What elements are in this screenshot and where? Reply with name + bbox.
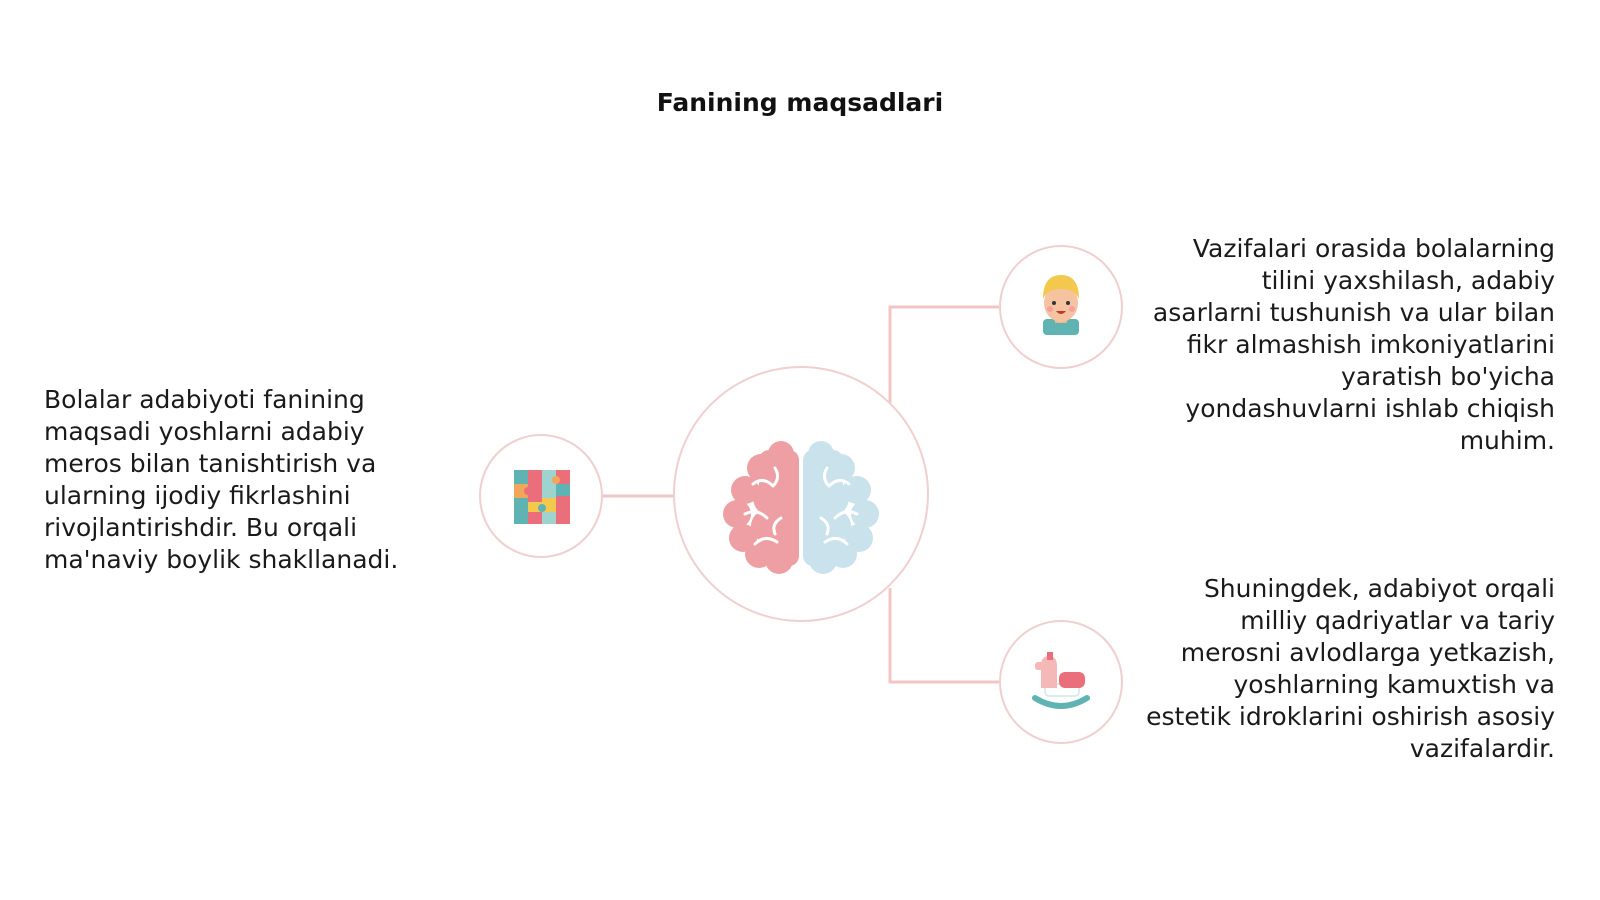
rocking-horse-icon <box>1032 652 1090 709</box>
bottom-right-node <box>999 620 1123 744</box>
puzzle-icon <box>514 470 570 524</box>
left-description: Bolalar adabiyoti fanining maqsadi yoshl… <box>44 385 399 574</box>
bottom-right-description: Shuningdek, adabiyot orqali milliy qadri… <box>1146 574 1555 763</box>
top-right-description: Vazifalari orasida bolalarning tilini ya… <box>1152 234 1555 455</box>
center-node <box>673 366 929 622</box>
left-node <box>479 434 603 558</box>
connector-top <box>888 305 999 404</box>
child-face-icon <box>1043 275 1079 335</box>
slide-title: Fanining maqsadlari <box>656 88 944 117</box>
brain-icon <box>723 441 879 574</box>
top-right-node <box>999 245 1123 369</box>
connector-bottom <box>888 588 999 684</box>
